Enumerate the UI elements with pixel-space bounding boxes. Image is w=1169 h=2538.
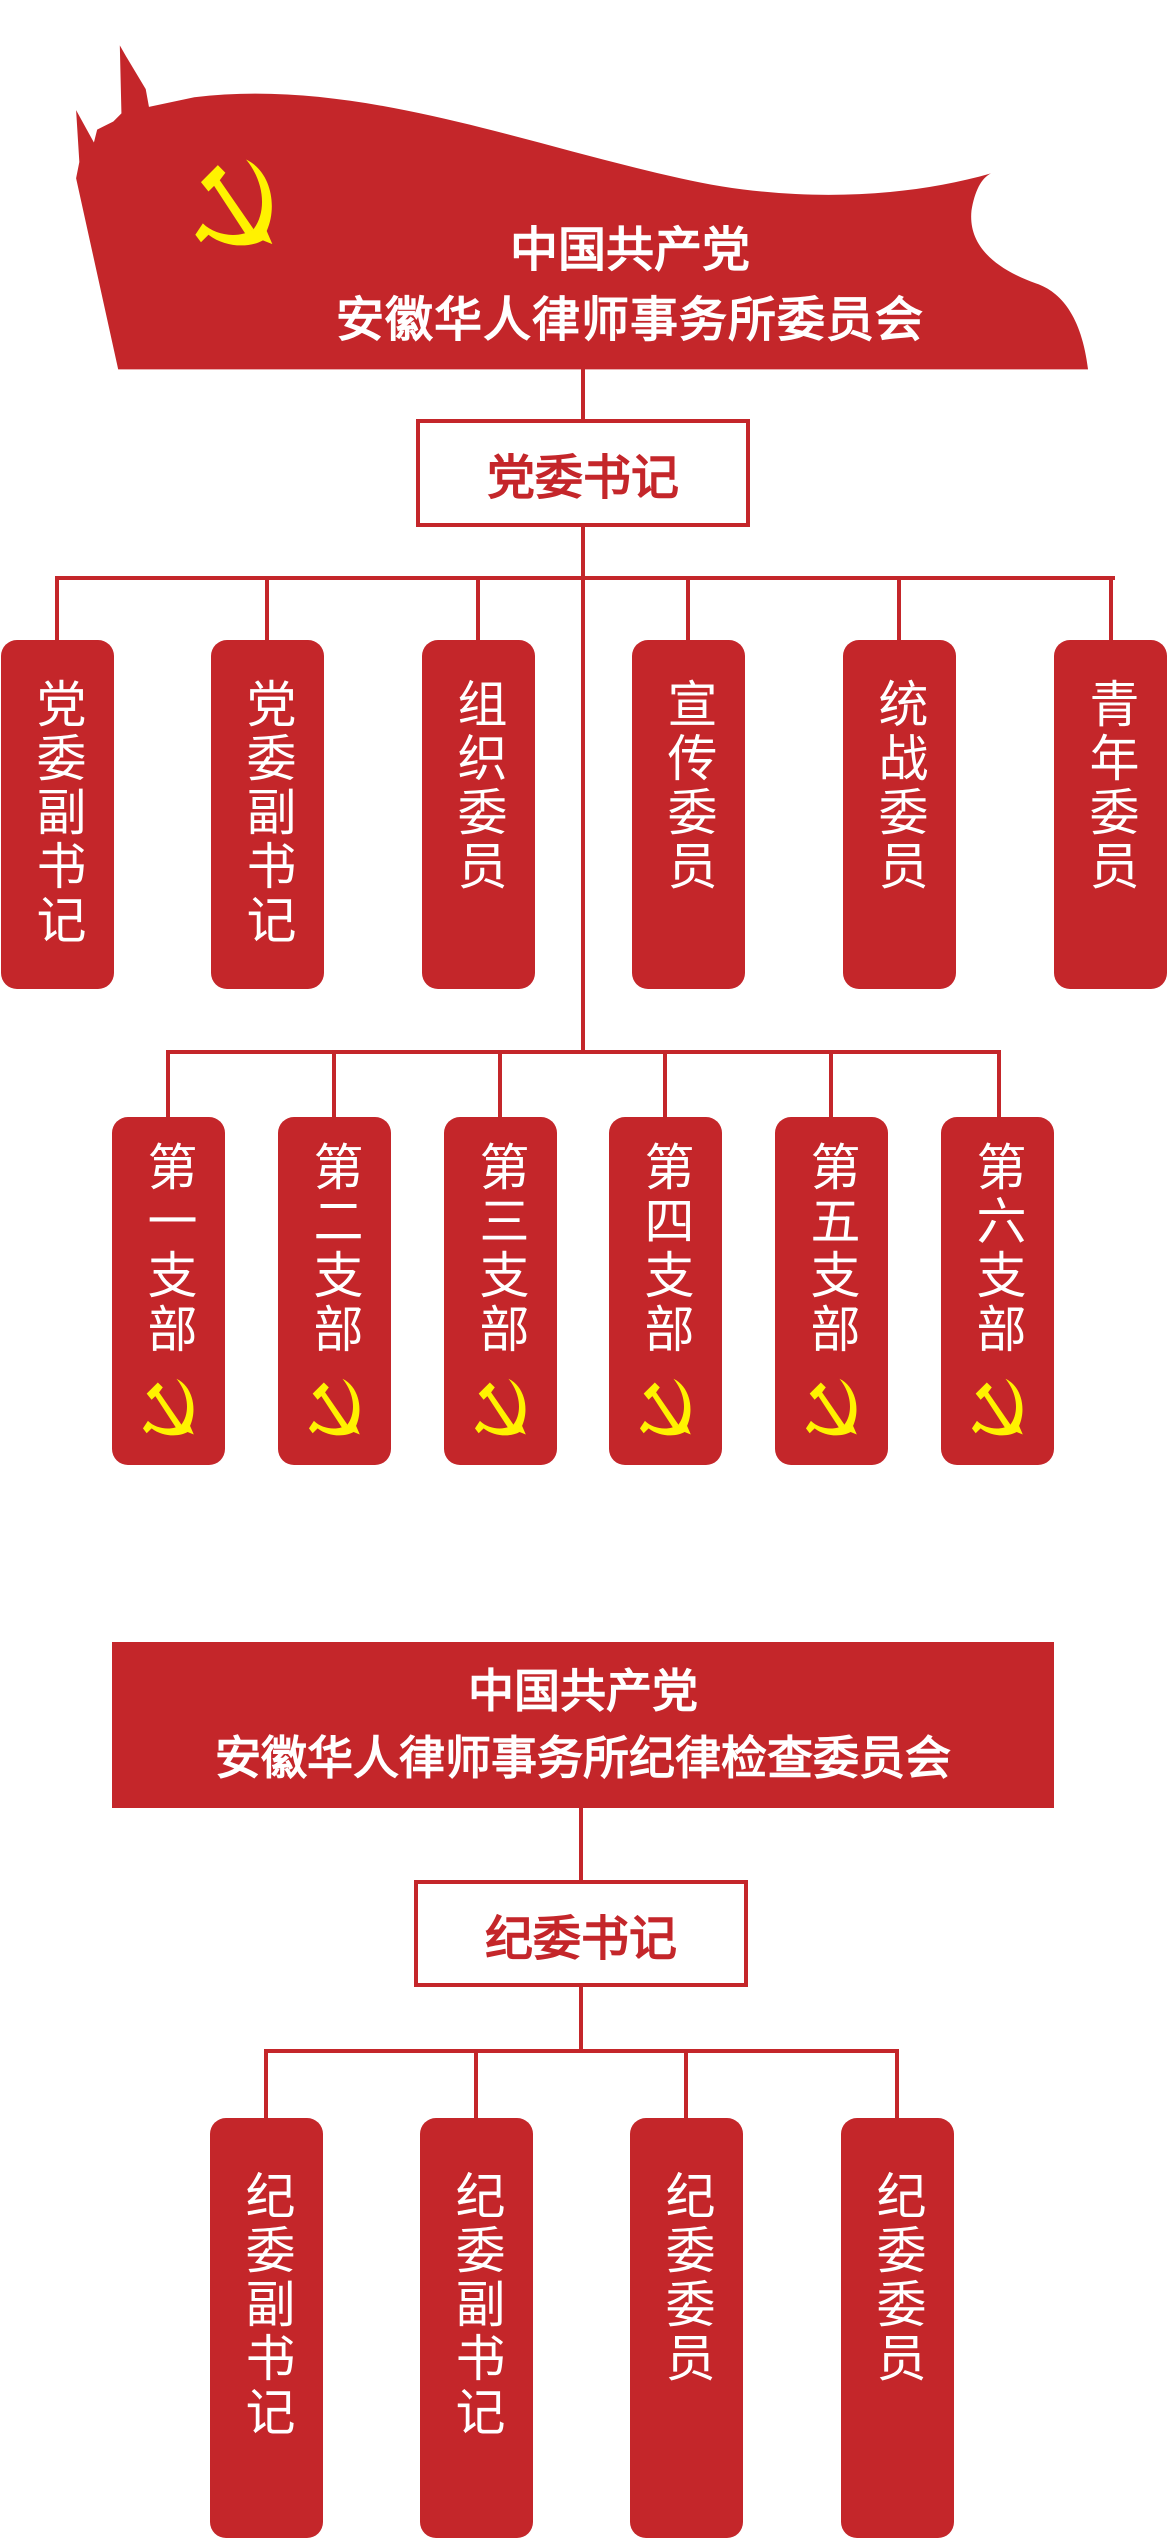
- committee-member-box: 党委副书记: [211, 640, 324, 989]
- discipline-member-box: 纪委委员: [841, 2118, 954, 2538]
- connector: [166, 1050, 1001, 1054]
- discipline-member-box: 纪委副书记: [210, 2118, 323, 2538]
- connector: [581, 369, 585, 421]
- party-flag: [76, 45, 1089, 370]
- member-label: 纪委委员: [868, 2170, 927, 2386]
- member-label: 纪委委员: [657, 2170, 716, 2386]
- discipline-title-line2: 安徽华人律师事务所纪律检查委员会: [215, 1731, 951, 1785]
- connector: [265, 576, 269, 642]
- branch-box: 第一支部: [112, 1117, 225, 1465]
- connector: [829, 1050, 833, 1119]
- connector: [663, 1050, 667, 1119]
- member-label: 组织委员: [449, 678, 508, 894]
- connector: [55, 576, 1115, 580]
- branch-box: 第六支部: [941, 1117, 1054, 1465]
- branch-box: 第三支部: [444, 1117, 557, 1465]
- connector: [476, 576, 480, 642]
- member-label: 纪委副书记: [237, 2170, 296, 2440]
- branch-box: 第二支部: [278, 1117, 391, 1465]
- connector: [581, 527, 585, 1054]
- committee-member-box: 党委副书记: [1, 640, 114, 989]
- discipline-title-line1: 中国共产党: [468, 1664, 698, 1719]
- member-label: 纪委副书记: [447, 2170, 506, 2440]
- discipline-member-box: 纪委委员: [630, 2118, 743, 2538]
- hammer-sickle-icon: [304, 1375, 366, 1437]
- connector: [474, 2049, 478, 2120]
- member-label: 宣传委员: [659, 678, 718, 894]
- member-label: 党委副书记: [238, 678, 297, 948]
- committee-member-box: 统战委员: [843, 640, 956, 989]
- member-label: 统战委员: [870, 678, 929, 894]
- connector: [1109, 576, 1113, 642]
- flag-shape: [76, 45, 1089, 370]
- connector: [332, 1050, 336, 1119]
- hammer-sickle-icon: [138, 1375, 200, 1437]
- committee-member-box: 宣传委员: [632, 640, 745, 989]
- party-title-line1: 中国共产党: [509, 222, 750, 278]
- branch-label: 第六支部: [968, 1141, 1027, 1357]
- branch-label: 第四支部: [636, 1141, 695, 1357]
- member-label: 青年委员: [1081, 678, 1140, 894]
- branch-label: 第二支部: [305, 1141, 364, 1357]
- connector: [579, 1987, 583, 2051]
- branch-box: 第四支部: [609, 1117, 722, 1465]
- hammer-sickle-icon: [470, 1375, 532, 1437]
- branch-label: 第三支部: [471, 1141, 530, 1357]
- member-label: 党委副书记: [28, 678, 87, 948]
- connector: [498, 1050, 502, 1119]
- party-secretary-box: 党委书记: [416, 419, 750, 527]
- connector: [579, 1808, 583, 1882]
- committee-member-box: 青年委员: [1054, 640, 1167, 989]
- party-title-line2: 安徽华人律师事务所委员会: [335, 292, 924, 348]
- connector: [264, 2049, 899, 2053]
- connector: [264, 2049, 268, 2120]
- branch-box: 第五支部: [775, 1117, 888, 1465]
- connector: [897, 576, 901, 642]
- connector: [895, 2049, 899, 2120]
- hammer-sickle-icon: [801, 1375, 863, 1437]
- connector: [997, 1050, 1001, 1119]
- hammer-sickle-icon: [967, 1375, 1029, 1437]
- branch-label: 第五支部: [802, 1141, 861, 1357]
- hammer-sickle-icon: [635, 1375, 697, 1437]
- connector: [55, 576, 59, 642]
- discipline-secretary-box: 纪委书记: [414, 1880, 748, 1987]
- connector: [686, 576, 690, 642]
- connector: [684, 2049, 688, 2120]
- committee-member-box: 组织委员: [422, 640, 535, 989]
- connector: [166, 1050, 170, 1119]
- discipline-member-box: 纪委副书记: [420, 2118, 533, 2538]
- branch-label: 第一支部: [139, 1141, 198, 1357]
- discipline-header: 中国共产党 安徽华人律师事务所纪律检查委员会: [112, 1642, 1054, 1808]
